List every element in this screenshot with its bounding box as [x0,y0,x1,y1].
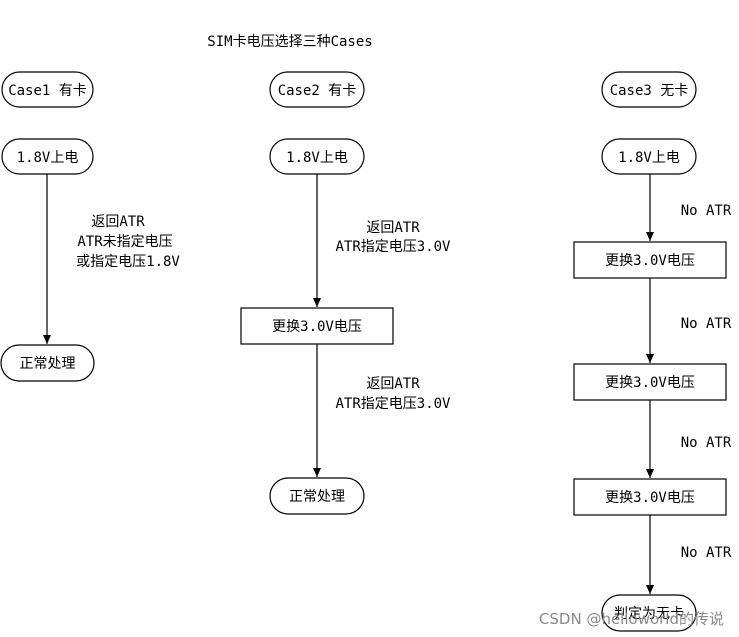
case3-edge2-label: No ATR [681,316,732,332]
case1-header-label: Case1 有卡 [8,83,87,99]
case2-column: Case2 有卡 1.8V上电 返回ATR ATR指定电压3.0V 更换3.0V… [240,71,451,515]
case2-header-label: Case2 有卡 [278,83,357,99]
case3-end-label: 判定为无卡 [614,606,684,622]
case3-process-node-2 [573,363,727,401]
case2-process-node [240,307,394,345]
case2-edge1-line2: ATR指定电压3.0V [335,239,451,255]
case2-end-node [269,477,365,515]
case3-column: Case3 无卡 1.8V上电 No ATR 更换3.0V电压 No ATR 更… [573,71,732,632]
case3-start-node [601,138,697,175]
case3-process-node-3 [573,478,727,516]
case1-edge1-line3: 或指定电压1.8V [76,254,180,270]
case1-column: Case1 有卡 1.8V上电 返回ATR ATR未指定电压 或指定电压1.8V… [0,71,180,382]
case2-end-label: 正常处理 [289,489,345,505]
case2-process-label: 更换3.0V电压 [272,318,362,335]
case1-header [1,71,94,108]
case2-edge2-line2: ATR指定电压3.0V [335,396,451,412]
case2-header [269,71,365,108]
case1-end-node [0,344,95,382]
case2-start-label: 1.8V上电 [286,150,348,166]
case1-start-label: 1.8V上电 [17,150,79,166]
case3-header-label: Case3 无卡 [610,83,689,99]
case3-end-node [601,594,697,632]
watermark-text: CSDN @helloworld的传说 [539,610,724,628]
case3-header [601,71,697,108]
case1-edge1-line2: ATR未指定电压 [77,234,172,250]
case3-edge1-label: No ATR [681,203,732,219]
diagram-title: SIM卡电压选择三种Cases [207,34,372,50]
case2-edge2-line1: 返回ATR [366,376,420,392]
case3-start-label: 1.8V上电 [618,150,680,166]
case3-edge4-label: No ATR [681,545,732,561]
case2-edge1-line1: 返回ATR [366,220,420,236]
case3-process-label-1: 更换3.0V电压 [605,252,695,269]
case3-process-label-2: 更换3.0V电压 [605,374,695,391]
case1-end-label: 正常处理 [20,356,76,372]
case1-edge1-line1: 返回ATR [91,214,145,230]
case3-process-label-3: 更换3.0V电压 [605,489,695,506]
case3-edge3-label: No ATR [681,435,732,451]
